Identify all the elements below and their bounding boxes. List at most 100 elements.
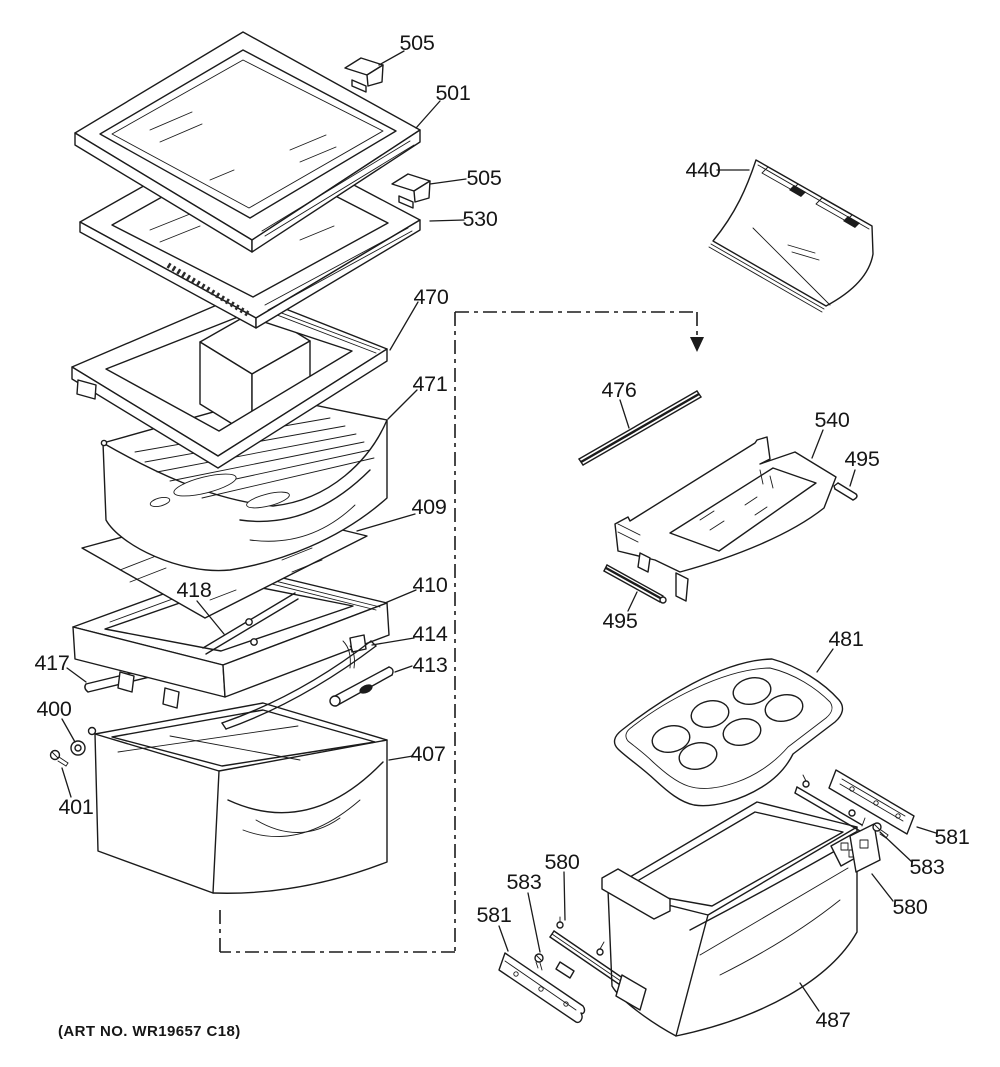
shelf-501-reflection5 xyxy=(209,169,235,181)
drawer-407-handle-curve2 xyxy=(242,799,361,837)
shelf-540-outline xyxy=(614,436,837,573)
callout-581-left: 581 xyxy=(477,903,512,927)
rail-495b-mid xyxy=(605,566,663,601)
drawer-487-swoosh2 xyxy=(699,867,849,956)
drawer-407-left-edge xyxy=(212,770,220,894)
frame-470-tab xyxy=(76,379,97,400)
rail-476-cap-r xyxy=(696,390,702,398)
bracket-580l-peg2-stem xyxy=(599,941,605,950)
zone-boundary xyxy=(219,311,704,953)
leader-407 xyxy=(388,755,414,761)
leader-501 xyxy=(415,100,441,129)
panel-440-accent2 xyxy=(791,251,820,261)
leader-410 xyxy=(384,589,417,604)
rail-495b-cap xyxy=(659,596,667,604)
rail-495a-cap xyxy=(852,493,858,501)
glass-shelf-501 xyxy=(74,31,421,253)
screw-401-shank1 xyxy=(58,756,69,764)
shelf-540-step1 xyxy=(617,523,641,536)
callout-418: 418 xyxy=(177,578,212,602)
rail-495-left xyxy=(603,564,667,604)
callout-530: 530 xyxy=(463,207,498,231)
drawer-471-rib3 xyxy=(156,433,357,473)
shelf-501-reflection3 xyxy=(289,134,327,151)
callout-581-right: 581 xyxy=(935,825,970,849)
leader-583l xyxy=(527,892,541,953)
plate-581l-hole1 xyxy=(513,971,519,977)
roller-413-link1 xyxy=(342,640,351,669)
washer-400-outer xyxy=(70,740,86,756)
drawer-471-slot2 xyxy=(246,491,290,509)
shelf-501-glass-inner xyxy=(111,59,384,209)
callout-583-right: 583 xyxy=(910,855,945,879)
callout-501: 501 xyxy=(436,81,471,105)
rail-476-top xyxy=(578,390,698,460)
clip-505a-front xyxy=(366,64,384,87)
leader-495b xyxy=(627,591,638,612)
drawer-487-rim-inner xyxy=(621,811,844,907)
callout-580-left: 580 xyxy=(545,850,580,874)
plate-581l-inner xyxy=(504,960,577,1011)
rail-495b-top xyxy=(606,564,664,597)
shelf-540-window xyxy=(669,467,817,552)
drawer-487-outline xyxy=(607,801,858,1037)
screw-583r-thread1 xyxy=(880,829,889,836)
rail-476-bottom xyxy=(582,396,702,466)
drawer-471-pin xyxy=(100,439,108,447)
leader-400 xyxy=(61,718,76,743)
shelf-530-reflection1 xyxy=(149,213,191,231)
drawer-471-handle2 xyxy=(249,504,356,542)
shelf-540 xyxy=(614,436,837,602)
drawer-471-rib4 xyxy=(169,441,365,482)
callout-417: 417 xyxy=(35,651,70,675)
shelf-530-reflection2 xyxy=(159,225,201,243)
screw-401 xyxy=(49,749,69,767)
leader-417 xyxy=(66,667,87,683)
screw-583l-thread2 xyxy=(535,961,539,969)
leader-471 xyxy=(387,389,418,420)
rail-495a-bottom xyxy=(834,488,854,501)
plate-581-left xyxy=(498,952,586,1024)
drawer-471-slot1 xyxy=(173,473,237,497)
callout-413: 413 xyxy=(413,653,448,677)
bracket-580r-peg2 xyxy=(848,809,856,817)
callout-540: 540 xyxy=(815,408,850,432)
callout-583-left: 583 xyxy=(507,870,542,894)
bracket-580l-cap xyxy=(549,930,555,938)
shelf-540-refl4 xyxy=(754,506,768,516)
bracket-580l-bar-top xyxy=(553,930,631,984)
leader-581r xyxy=(916,826,937,834)
plate-581l-hole2 xyxy=(538,986,544,992)
clip-505b-foot xyxy=(398,195,414,209)
leader-418 xyxy=(196,600,225,635)
leader-414 xyxy=(371,637,415,646)
glass-409-reflection2 xyxy=(129,567,167,583)
bracket-580l-bar-bottom xyxy=(549,936,627,990)
shelf-540-step2 xyxy=(617,531,639,543)
callout-401: 401 xyxy=(59,795,94,819)
callout-414: 414 xyxy=(413,622,448,646)
callout-487: 487 xyxy=(816,1008,851,1032)
shelf-540-foot2 xyxy=(637,552,651,573)
trim-414-cap-l xyxy=(221,722,227,730)
screw-583l-slot xyxy=(535,954,543,962)
glass-409-reflection3 xyxy=(281,547,313,561)
shelf-530-rail-a xyxy=(264,227,409,306)
callout-407: 407 xyxy=(411,742,446,766)
tray-481-outline xyxy=(613,658,844,807)
drawer-487-flange xyxy=(601,868,671,920)
leader-540 xyxy=(811,429,824,459)
drawer-407 xyxy=(87,702,388,894)
callout-470: 470 xyxy=(414,285,449,309)
drawer-471-slot3 xyxy=(149,496,171,508)
crossbar-418-screw1 xyxy=(245,618,253,626)
shelf-501-rail-a xyxy=(261,140,411,232)
clip-505a-foot xyxy=(351,79,367,93)
bracket-580r-peg1 xyxy=(802,780,810,788)
shelf-530-rail-b xyxy=(267,230,413,311)
drawer-407-outline xyxy=(94,702,388,894)
leader-413 xyxy=(394,665,413,673)
zone-arrow xyxy=(690,337,704,352)
drawer-471-rim-front xyxy=(102,419,388,507)
